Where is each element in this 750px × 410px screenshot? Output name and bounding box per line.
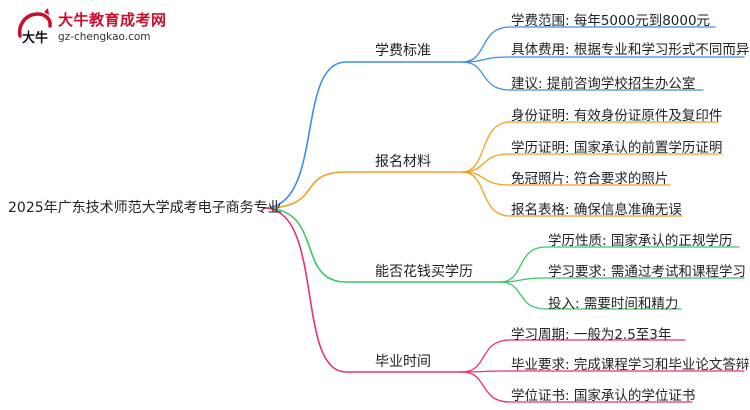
site-logo[interactable]: 大牛 大牛教育成考网 gz-chengkao.com	[14, 6, 214, 50]
leaf-degree-nature: 学历性质: 国家承认的正规学历	[548, 233, 733, 249]
leaf-connector	[461, 26, 716, 63]
branch-tuition: 学费标准	[375, 43, 431, 59]
logo-mark-text: 大牛	[22, 30, 48, 46]
leaf-education-proof: 学历证明: 国家承认的前置学历证明	[511, 140, 723, 156]
leaf-tuition-advice: 建议: 提前咨询学校招生办公室	[511, 76, 696, 92]
logo-url: gz-chengkao.com	[58, 31, 151, 43]
branch-buy-degree: 能否花钱买学历	[375, 264, 473, 280]
root-node: 2025年广东技术师范大学成考电子商务专业	[8, 200, 282, 216]
leaf-connector	[461, 371, 693, 403]
leaf-photo: 免冠照片: 符合要求的照片	[511, 171, 669, 187]
leaf-connector	[461, 121, 719, 173]
branch-graduation: 毕业时间	[375, 354, 431, 370]
leaf-tuition-range: 学费范围: 每年5000元到8000元	[511, 13, 711, 29]
leaf-connector	[461, 370, 745, 373]
branch-connector	[263, 171, 463, 209]
leaf-degree-certificate: 学位证书: 国家承认的学位证书	[511, 388, 696, 404]
leaf-connector	[499, 277, 745, 283]
leaf-connector	[461, 171, 671, 186]
leaf-graduation-requirement: 毕业要求: 完成课程学习和毕业论文答辩	[511, 357, 750, 373]
leaf-study-requirement: 学习要求: 需通过考试和课程学习	[548, 264, 746, 280]
leaf-connector	[461, 339, 686, 373]
branch-materials: 报名材料	[375, 154, 431, 170]
branch-connector	[263, 207, 501, 283]
leaf-connector	[461, 61, 704, 91]
branch-connector	[263, 207, 463, 373]
leaf-connector	[499, 246, 740, 283]
leaf-id-proof: 身份证明: 有效身份证原件及复印件	[511, 108, 723, 124]
leaf-connector	[461, 171, 683, 217]
bull-logo-icon: 大牛	[17, 8, 52, 46]
leaf-tuition-detail: 具体费用: 根据专业和学习形式不同而异	[511, 42, 750, 58]
leaf-connector	[499, 281, 682, 310]
logo-title: 大牛教育成考网	[58, 11, 167, 29]
leaf-investment: 投入: 需要时间和精力	[548, 296, 679, 312]
leaf-connector	[461, 56, 745, 63]
branch-connector	[263, 61, 463, 209]
leaf-connector	[461, 153, 723, 173]
leaf-study-period: 学习周期: 一般为2.5至3年	[511, 327, 672, 343]
leaf-application-form: 报名表格: 确保信息准确无误	[511, 202, 682, 218]
